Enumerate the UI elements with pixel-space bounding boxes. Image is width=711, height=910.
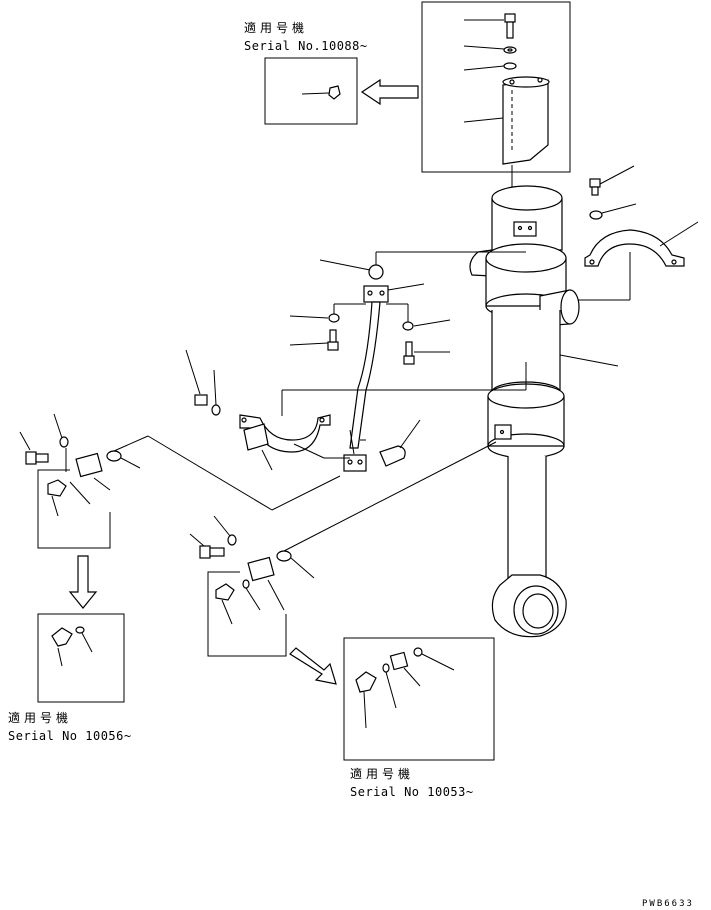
left-fittings: 適用号機 Serial No 10056~ <box>8 413 341 743</box>
hydraulic-cylinder <box>469 185 580 638</box>
note-bottom-left-title: 適用号機 <box>8 710 72 725</box>
pipe-assembly <box>185 251 527 472</box>
note-top-serial: Serial No.10088~ <box>244 39 368 53</box>
bolt-part <box>464 13 516 39</box>
note-top-title: 適用号機 <box>244 20 308 35</box>
note-top: 適用号機 Serial No.10088~ <box>244 20 368 125</box>
note-bottom-right-title: 適用号機 <box>350 766 414 781</box>
clamp-upper-right <box>578 165 699 301</box>
arrow-top <box>360 78 419 106</box>
center-fittings: 適用号機 Serial No 10053~ <box>189 441 497 799</box>
drawing-code: PWB6633 <box>642 899 694 909</box>
note-bottom-right-serial: Serial No 10053~ <box>350 785 474 799</box>
washer-part <box>463 45 517 71</box>
cover-part <box>463 76 550 165</box>
detail-cover-assembly <box>421 1 571 205</box>
note-bottom-left-serial: Serial No 10056~ <box>8 729 132 743</box>
